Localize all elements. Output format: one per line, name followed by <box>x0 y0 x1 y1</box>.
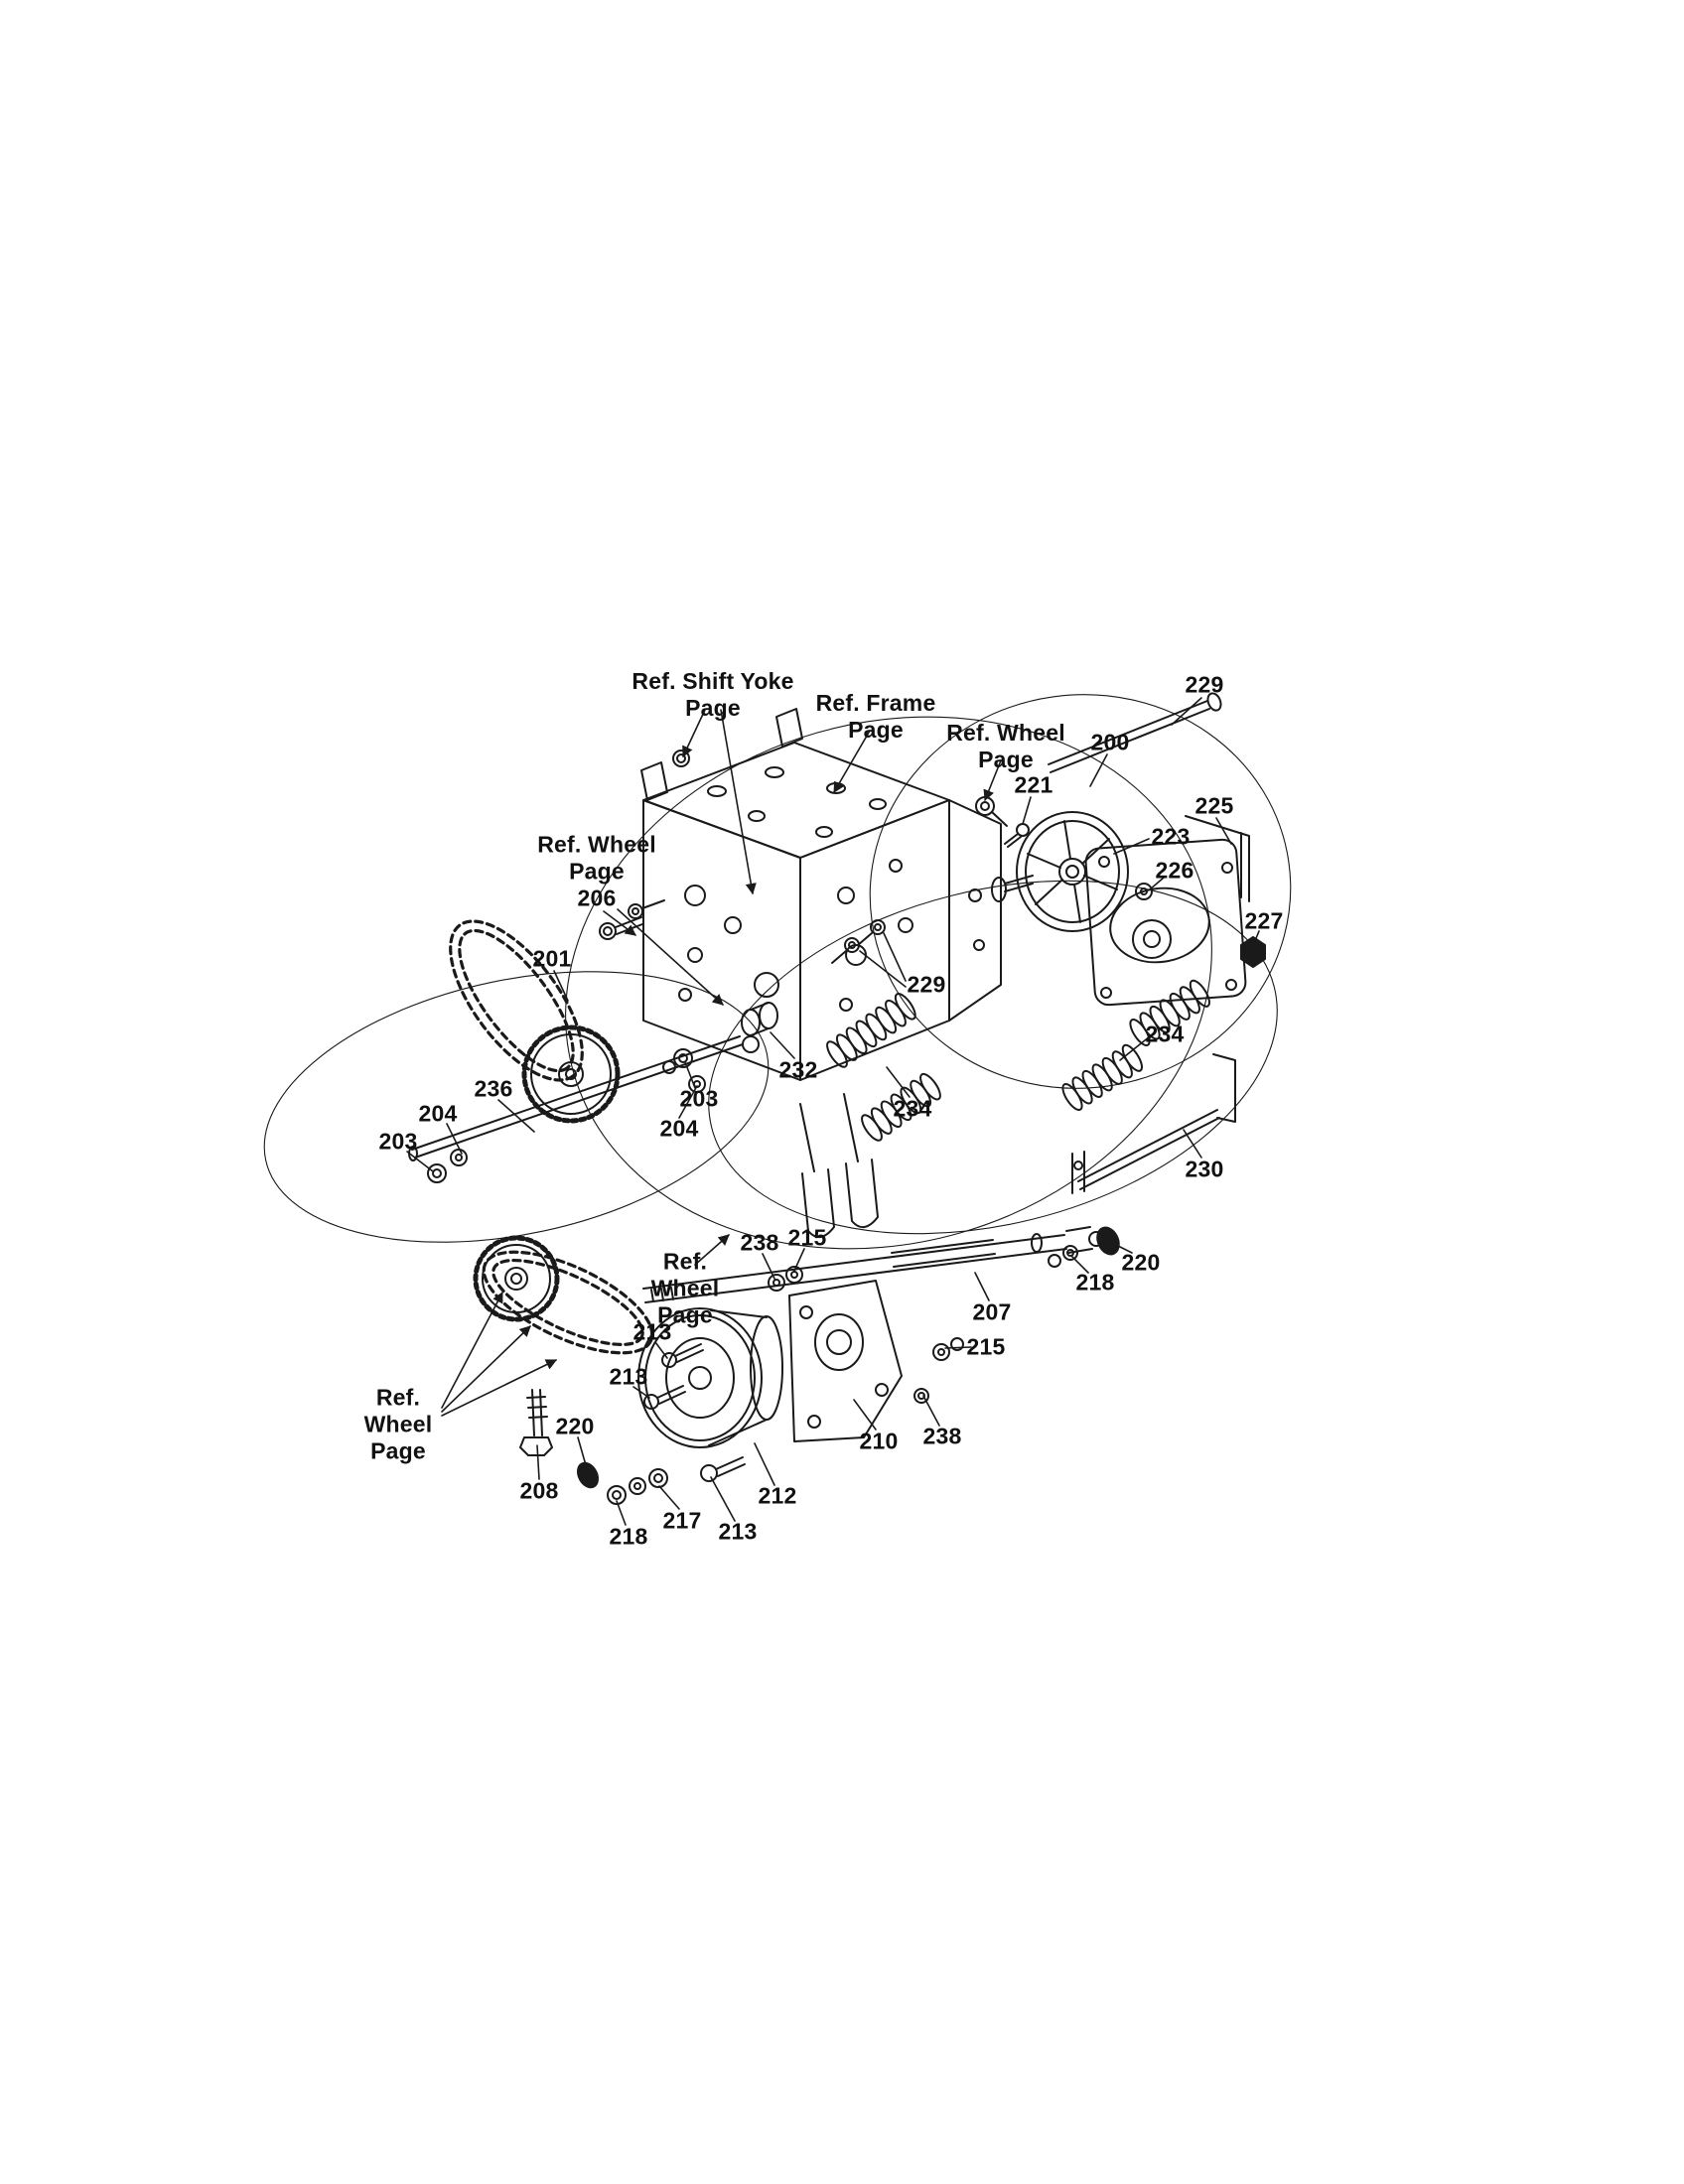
part-label-218-a: 218 <box>1075 1269 1115 1296</box>
drive-chain-lower <box>482 1250 654 1355</box>
part-label-208: 208 <box>519 1477 559 1504</box>
part-label-213-a: 213 <box>632 1318 672 1345</box>
ref-label-frame-page: Ref. Frame Page <box>815 689 936 743</box>
ref-label-shift-yoke-page: Ref. Shift Yoke Page <box>632 667 794 721</box>
part-label-215-a: 215 <box>787 1224 827 1251</box>
part-label-236: 236 <box>474 1075 513 1102</box>
part-label-217: 217 <box>662 1507 702 1534</box>
cap-nut-220-right <box>1096 1226 1120 1256</box>
part-label-238-b: 238 <box>922 1423 962 1449</box>
sprocket-upper <box>521 1024 621 1124</box>
washers-215-238-right <box>913 1337 964 1404</box>
part-label-213-c: 213 <box>718 1518 758 1545</box>
locknut-227 <box>1240 936 1266 968</box>
cap-nut-220-bottom <box>576 1461 600 1489</box>
part-label-210: 210 <box>859 1428 899 1454</box>
part-label-218-b: 218 <box>609 1523 648 1550</box>
part-label-220-b: 220 <box>555 1413 595 1439</box>
ref-label-wheel-page-top: Ref. Wheel Page <box>946 719 1065 772</box>
support-bracket-225 <box>1185 815 1250 902</box>
part-label-203-b: 203 <box>378 1128 418 1155</box>
part-label-238-a: 238 <box>740 1229 779 1256</box>
washers-215-238-left <box>768 1266 803 1292</box>
part-label-212: 212 <box>758 1482 797 1509</box>
friction-wheel <box>991 811 1129 932</box>
part-label-232: 232 <box>778 1056 818 1083</box>
spring-234-c <box>1061 1043 1143 1111</box>
axle-rod-230 <box>1071 1053 1236 1194</box>
ref-label-wheel-page-mid: Ref. Wheel Page <box>650 1248 720 1328</box>
sprocket-lower <box>473 1235 560 1322</box>
bolt-213-upper <box>661 1343 704 1368</box>
part-label-207: 207 <box>972 1298 1012 1325</box>
drive-pulley-assembly <box>637 1307 783 1448</box>
shift-forks <box>799 1093 879 1238</box>
ref-label-wheel-page-bottom: Ref. Wheel Page <box>363 1384 433 1464</box>
ref-label-wheel-page-206: Ref. Wheel Page 206 <box>537 831 656 911</box>
spring-234-d <box>1129 979 1210 1046</box>
part-label-200: 200 <box>1090 729 1130 755</box>
part-label-204-b: 204 <box>418 1100 458 1127</box>
shoulder-bolt-wheel-top <box>975 796 1008 827</box>
part-label-229-a: 229 <box>1185 671 1224 698</box>
washers-217-218-bottom <box>607 1468 668 1505</box>
washers-203-204-left <box>427 1149 468 1183</box>
flange-bushing-232 <box>741 1002 778 1036</box>
shift-yoke-bolt <box>672 750 690 767</box>
bearing-bracket-210 <box>788 1280 903 1442</box>
part-label-234-b: 234 <box>1145 1021 1185 1047</box>
bolt-221 <box>1004 823 1030 848</box>
bolt-213-bottom <box>700 1456 746 1482</box>
part-label-226: 226 <box>1155 857 1194 884</box>
part-label-230: 230 <box>1185 1156 1224 1182</box>
drive-chain-upper <box>449 919 584 1082</box>
part-label-225: 225 <box>1194 792 1234 819</box>
part-label-234-a: 234 <box>893 1095 932 1122</box>
part-label-204-a: 204 <box>659 1115 699 1142</box>
routing-ghost-curves <box>263 694 1292 1250</box>
part-label-220-a: 220 <box>1121 1249 1161 1276</box>
bolts-229-frame <box>831 919 886 964</box>
axle-shaft-207 <box>642 1226 1104 1303</box>
carriage-bolts-206 <box>599 899 665 940</box>
part-label-215-b: 215 <box>966 1333 1006 1360</box>
part-label-213-b: 213 <box>609 1363 648 1390</box>
axle-rod-200 <box>1048 692 1222 773</box>
leader-lines <box>406 697 1260 1526</box>
bolt-208 <box>519 1389 553 1456</box>
spring-234-b <box>861 1072 941 1142</box>
part-label-221: 221 <box>1014 771 1053 798</box>
frame-assembly <box>640 708 1002 1081</box>
part-label-201: 201 <box>532 945 572 972</box>
washers-218-right <box>1048 1245 1078 1268</box>
washer-226 <box>1135 883 1153 900</box>
bolt-213-lower <box>643 1385 686 1410</box>
part-label-203-a: 203 <box>679 1085 719 1112</box>
part-label-223: 223 <box>1151 823 1191 850</box>
spring-234-a <box>826 993 916 1068</box>
part-label-227: 227 <box>1244 907 1284 934</box>
part-label-229-b: 229 <box>907 971 946 998</box>
